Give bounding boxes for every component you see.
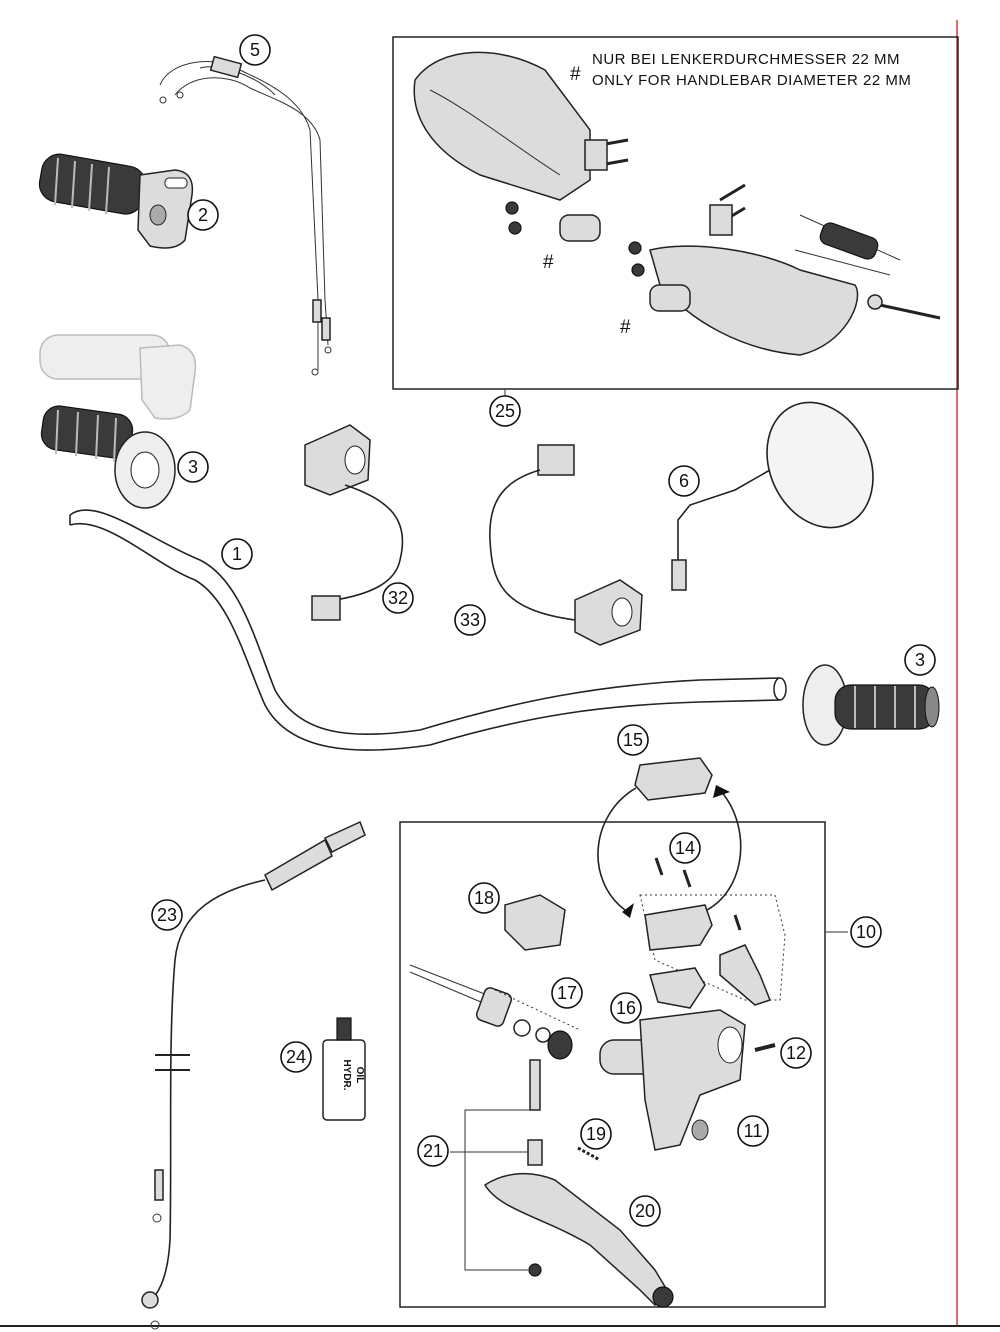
svg-text:6: 6 bbox=[679, 471, 689, 491]
callout-16: 16 bbox=[610, 992, 642, 1024]
screws-14-part bbox=[654, 857, 692, 888]
switch-32-part bbox=[304, 424, 404, 621]
callout-2: 2 bbox=[187, 199, 219, 231]
callout-10: 10 bbox=[850, 916, 882, 948]
callout-33: 33 bbox=[454, 604, 486, 636]
handlebar-part-outline bbox=[69, 522, 781, 751]
svg-text:11: 11 bbox=[744, 1121, 763, 1141]
callout-12: 12 bbox=[780, 1037, 812, 1069]
svg-text:25: 25 bbox=[495, 401, 515, 421]
callout-18: 18 bbox=[468, 882, 500, 914]
handlebar-part bbox=[69, 509, 781, 736]
svg-text:12: 12 bbox=[786, 1043, 806, 1063]
handguard-left-part bbox=[413, 51, 591, 201]
alt-lever-assembly bbox=[639, 894, 786, 1006]
svg-text:14: 14 bbox=[675, 838, 695, 858]
svg-text:19: 19 bbox=[586, 1124, 606, 1144]
svg-text:16: 16 bbox=[616, 998, 636, 1018]
callout-15: 15 bbox=[617, 724, 649, 756]
svg-text:17: 17 bbox=[557, 983, 577, 1003]
callout-17: 17 bbox=[551, 977, 583, 1009]
callout-11: 11 bbox=[737, 1115, 769, 1147]
brake-group-frame bbox=[399, 821, 826, 1308]
throttle-cable-part bbox=[159, 55, 332, 376]
callout-24: 24 bbox=[280, 1041, 312, 1073]
svg-text:20: 20 bbox=[635, 1201, 655, 1221]
switch-33-part bbox=[489, 444, 643, 646]
callout-1: 1 bbox=[221, 538, 253, 570]
svg-text:1: 1 bbox=[232, 544, 242, 564]
brake-line-23-part bbox=[141, 820, 366, 1330]
hash-marker-2: # bbox=[620, 317, 631, 338]
svg-text:18: 18 bbox=[474, 888, 494, 908]
bracket-16-part bbox=[649, 967, 706, 1009]
callout-14: 14 bbox=[669, 832, 701, 864]
svg-text:10: 10 bbox=[856, 922, 876, 942]
svg-text:3: 3 bbox=[915, 650, 925, 670]
mirror-part bbox=[671, 401, 874, 591]
svg-text:32: 32 bbox=[388, 588, 408, 608]
hash-marker-1: # bbox=[543, 252, 554, 273]
clamp-18-part bbox=[504, 894, 566, 951]
brake-lever-20-part bbox=[450, 1059, 674, 1308]
callout-19: 19 bbox=[580, 1118, 612, 1150]
swap-arrow-return bbox=[694, 789, 742, 916]
grip-right-part bbox=[802, 664, 940, 746]
handguard-right-part bbox=[649, 245, 859, 356]
hydraulic-oil-bottle-24: HYDR. OIL bbox=[322, 1017, 366, 1121]
callout-21: 21 bbox=[417, 1135, 449, 1167]
callout-6: 6 bbox=[668, 465, 700, 497]
callout-3-right: 3 bbox=[904, 644, 936, 676]
master-cylinder-11-part bbox=[599, 1009, 746, 1151]
reservoir-cap-part bbox=[634, 757, 713, 801]
svg-text:5: 5 bbox=[250, 40, 260, 60]
oil-label-line1: HYDR. bbox=[341, 1059, 352, 1090]
oil-label-line2: OIL bbox=[354, 1067, 365, 1084]
piston-17-part bbox=[409, 964, 581, 1060]
callout-25: 25 bbox=[489, 395, 521, 427]
callout-20: 20 bbox=[629, 1195, 661, 1227]
screw-12-part bbox=[754, 1043, 776, 1052]
svg-text:2: 2 bbox=[198, 205, 208, 225]
handguard-hardware bbox=[505, 138, 941, 320]
callout-32: 32 bbox=[382, 582, 414, 614]
svg-text:33: 33 bbox=[460, 610, 480, 630]
svg-text:23: 23 bbox=[157, 905, 177, 925]
handguard-group-frame bbox=[392, 36, 959, 390]
throttle-grip-part bbox=[38, 153, 194, 249]
grip-left-part bbox=[39, 334, 197, 509]
svg-text:21: 21 bbox=[423, 1141, 443, 1161]
note-line-german: NUR BEI LENKERDURCHMESSER 22 MM bbox=[592, 51, 900, 68]
callout-5: 5 bbox=[239, 34, 271, 66]
svg-text:15: 15 bbox=[623, 730, 643, 750]
note-symbol: # bbox=[570, 64, 581, 85]
note-line-english: ONLY FOR HANDLEBAR DIAMETER 22 MM bbox=[592, 72, 911, 89]
svg-text:3: 3 bbox=[188, 457, 198, 477]
svg-text:24: 24 bbox=[286, 1047, 306, 1067]
callout-3-upper: 3 bbox=[177, 451, 209, 483]
swap-arrow bbox=[597, 787, 637, 911]
callout-23: 23 bbox=[151, 899, 183, 931]
